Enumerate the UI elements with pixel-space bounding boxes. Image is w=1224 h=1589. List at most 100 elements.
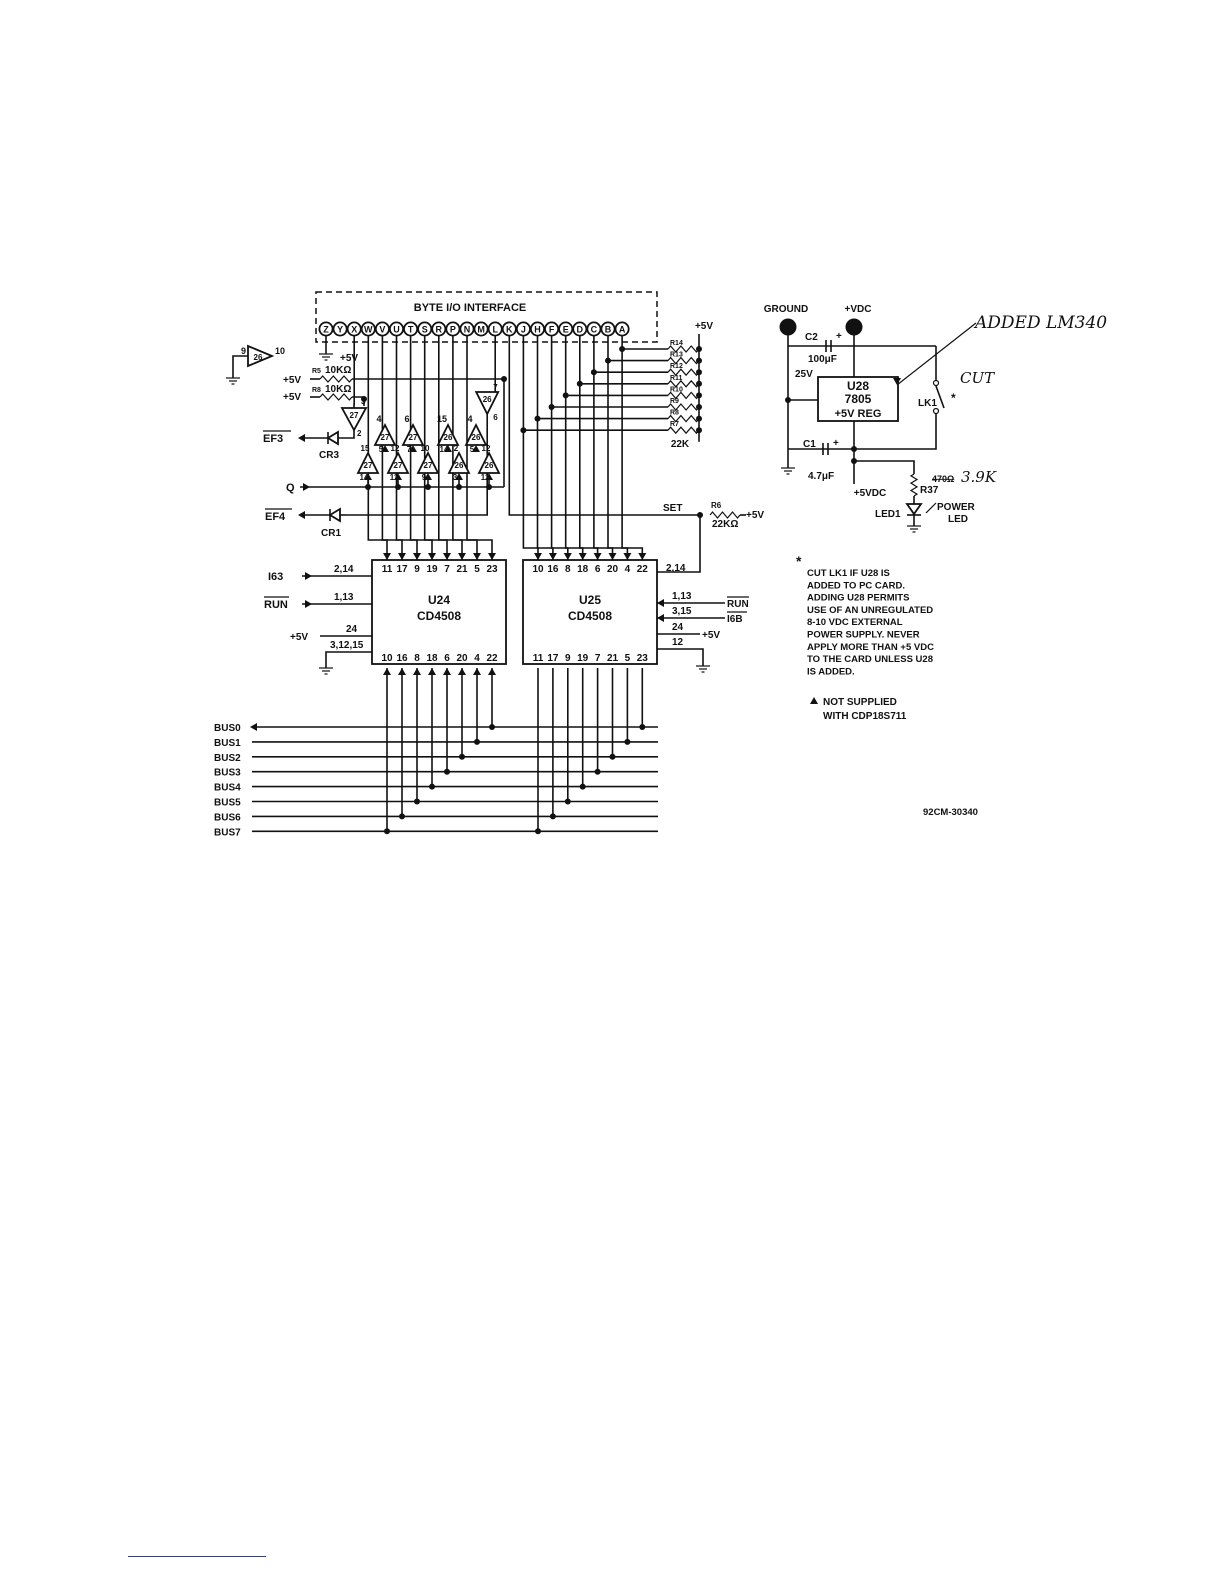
- junction-dot: [696, 427, 702, 433]
- buffer-lower-pin-a: 2: [454, 444, 459, 453]
- bus-label-6: BUS6: [214, 812, 241, 823]
- resistor-label-r9: R9: [670, 398, 679, 405]
- arrow-u25-input: [534, 553, 542, 560]
- wire-pin-to-u25: [594, 336, 613, 560]
- ground-terminal-label: GROUND: [764, 304, 808, 315]
- resistor-label-r8: R8: [670, 410, 679, 417]
- u24-bottom-pin: 10: [381, 653, 393, 664]
- cr1-label: CR1: [321, 528, 341, 539]
- connector-pin-label-m: M: [477, 325, 485, 335]
- c1-label: C1: [803, 439, 816, 450]
- buffer-lower-id: 26: [455, 461, 464, 470]
- q-label: Q: [286, 482, 295, 494]
- r8-value: 10KΩ: [325, 384, 351, 395]
- junction-dot: [696, 416, 702, 422]
- u24-bottom-pin: 8: [414, 653, 420, 664]
- buffer-lower-pin-a: 15: [361, 444, 370, 453]
- bus-label-3: BUS3: [214, 768, 241, 779]
- arrow-u25-input: [564, 553, 572, 560]
- plus5v-label-r8: +5V: [283, 392, 301, 403]
- arrow-run: [305, 600, 312, 608]
- buffer-27-ef3-id: 27: [350, 411, 359, 420]
- arrow-u24-output: [428, 668, 436, 675]
- connector-pin-label-j: J: [521, 325, 526, 335]
- arrow-u24-input: [413, 553, 421, 560]
- cut-note: CUT: [960, 369, 995, 387]
- r6-value: 22KΩ: [712, 519, 738, 530]
- triangle-note-line-1: WITH CDP18S711: [823, 711, 907, 722]
- junction-dot: [535, 828, 541, 834]
- junction-dot: [696, 346, 702, 352]
- u24-left-pin-2: 24: [346, 624, 358, 635]
- u25-top-pin: 6: [595, 564, 601, 575]
- u24-bottom-pin: 22: [486, 653, 498, 664]
- junction-dot: [365, 484, 371, 490]
- arrow-u24-output: [488, 668, 496, 675]
- junction-dot: [489, 724, 495, 730]
- run-label: RUN: [264, 599, 288, 611]
- note-line-8: IS ADDED.: [807, 666, 855, 677]
- wire-pin-to-u25: [608, 336, 627, 560]
- ground-terminal: [780, 319, 797, 336]
- resistor-label-r14: R14: [670, 340, 683, 347]
- resistor-label-r11: R11: [670, 375, 683, 382]
- junction-dot: [414, 799, 420, 805]
- resistor-r5: [320, 376, 352, 382]
- wire-u25-vss: [657, 649, 703, 660]
- r37-old-value: 470Ω: [932, 474, 954, 484]
- u25-bottom-pin: 11: [533, 653, 544, 664]
- connector-pin-label-y: Y: [337, 325, 343, 335]
- cr3-label: CR3: [319, 450, 339, 461]
- u28-part: 7805: [845, 392, 872, 406]
- connector-pin-label-e: E: [563, 325, 569, 335]
- lk1-link: [936, 386, 944, 408]
- footer-rule: [128, 1556, 266, 1557]
- r37-label: R37: [920, 485, 939, 496]
- note-line-6: APPLY MORE THAN +5 VDC: [807, 642, 934, 653]
- junction-dot: [577, 381, 583, 387]
- junction-dot: [563, 392, 569, 398]
- junction-dot: [459, 754, 465, 760]
- note-line-1: ADDED TO PC CARD.: [807, 580, 905, 591]
- c2-label: C2: [805, 332, 818, 343]
- wire-buffer-to-cr3: [338, 430, 354, 438]
- junction-dot: [639, 724, 645, 730]
- c2-plus: +: [836, 331, 842, 342]
- c1-plus: +: [833, 438, 839, 449]
- bus-label-0: BUS0: [214, 723, 241, 734]
- arrow-ef4: [298, 511, 305, 519]
- buffer-26-mid-in-pin: 7: [493, 383, 498, 392]
- u28-name: U28: [847, 379, 869, 393]
- buffer-upper-pin-a: 6: [404, 414, 409, 424]
- resistor-label-r10: R10: [670, 386, 683, 393]
- wire-pin-to-u25: [523, 336, 538, 560]
- arrow-u24-output: [413, 668, 421, 675]
- lk1-label: LK1: [918, 398, 937, 409]
- lk1-contact: [934, 381, 939, 386]
- arrow-u25-input: [638, 553, 646, 560]
- u25-top-pin: 4: [625, 564, 631, 575]
- u25-top-right-pin: 2,14: [666, 563, 686, 574]
- resistor-label-r7: R7: [670, 421, 679, 428]
- u24-name: U24: [428, 593, 450, 607]
- arrow-i63: [305, 572, 312, 580]
- connector-pin-label-u: U: [393, 325, 400, 335]
- u25-top-pin: 8: [565, 564, 571, 575]
- power-led-label-1: POWER: [937, 502, 976, 513]
- u24-top-pin: 9: [414, 564, 420, 575]
- buffer-lower-pin-b: 11: [481, 473, 490, 482]
- u25-top-pin: 18: [577, 564, 589, 575]
- arrow-u24-input: [458, 553, 466, 560]
- buffer-upper-pin-b: 14: [440, 445, 449, 454]
- buffer-lower-id: 27: [394, 461, 403, 470]
- u25-right-pin-0: 1,13: [672, 591, 692, 602]
- u25-bottom-pin: 7: [595, 653, 601, 664]
- junction-dot: [429, 784, 435, 790]
- u25-top-pin: 22: [637, 564, 649, 575]
- junction-dot: [696, 404, 702, 410]
- u25-bottom-pin: 5: [625, 653, 631, 664]
- note-line-4: 8-10 VDC EXTERNAL: [807, 617, 903, 628]
